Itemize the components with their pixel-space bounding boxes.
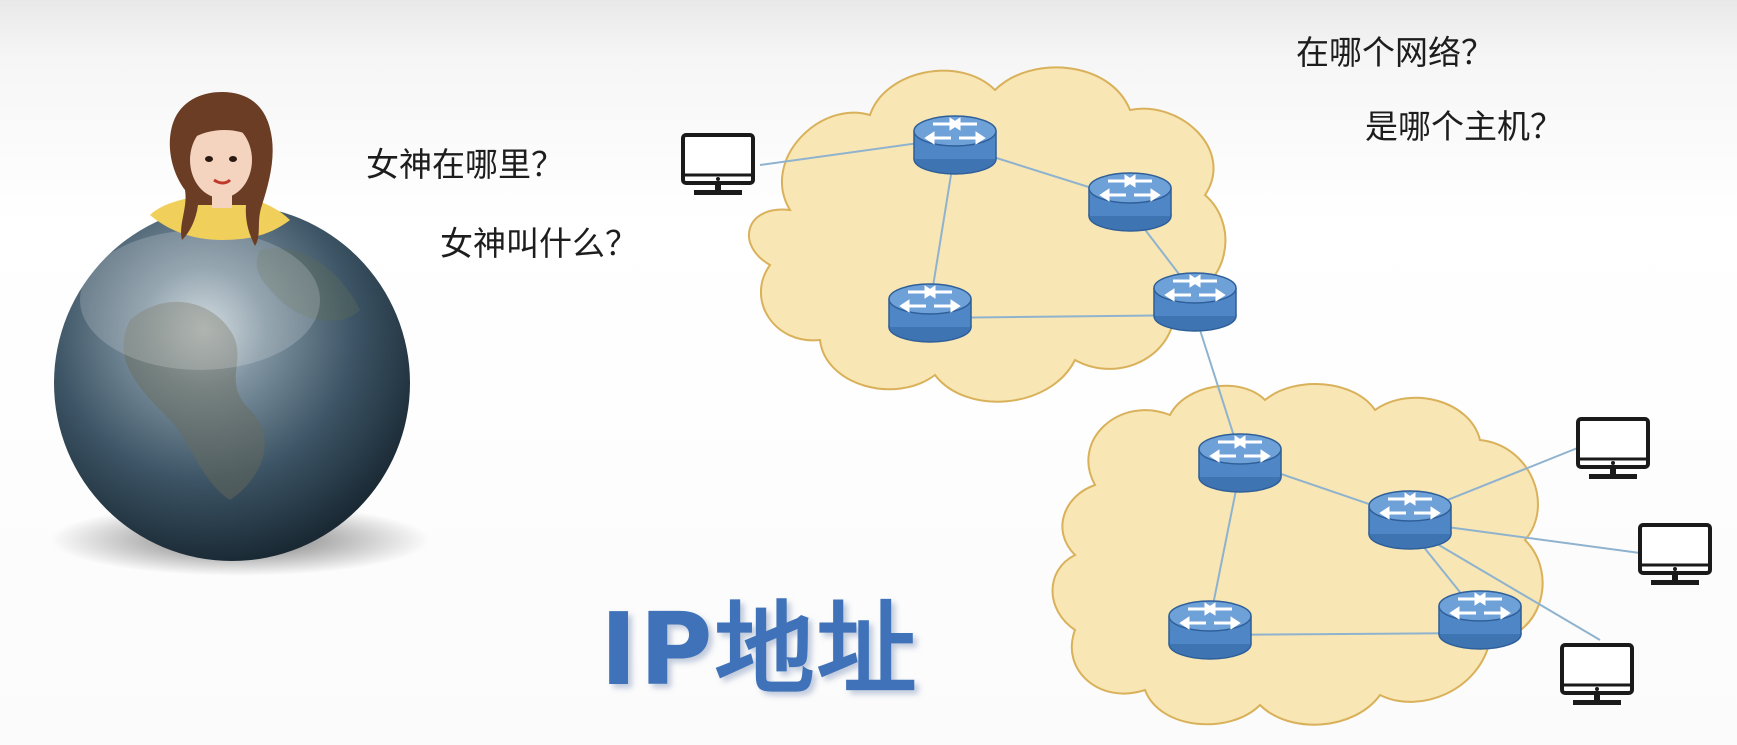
computer-icon <box>1576 417 1650 481</box>
router-icon <box>1197 432 1283 494</box>
router-icon <box>1087 171 1173 233</box>
router-icon <box>887 282 973 344</box>
question-where-goddess: 女神在哪里？ <box>366 145 564 184</box>
computer-icon <box>1638 523 1712 587</box>
earth-globe <box>50 205 430 576</box>
router-icon <box>1152 271 1238 333</box>
question-which-host: 是哪个主机？ <box>1365 107 1563 146</box>
woman-avatar <box>150 92 290 246</box>
router-icon <box>1367 489 1453 551</box>
router-icon <box>912 114 998 176</box>
router-icon <box>1167 599 1253 661</box>
computer-icon <box>681 133 755 197</box>
network-cloud-2 <box>1051 383 1544 726</box>
slide-title: IP地址 <box>600 591 919 708</box>
computer-icon <box>1560 643 1634 707</box>
network-cloud-1 <box>747 66 1227 403</box>
question-goddess-name: 女神叫什么？ <box>440 224 638 263</box>
router-icon <box>1437 589 1523 651</box>
question-which-network: 在哪个网络？ <box>1296 33 1494 72</box>
